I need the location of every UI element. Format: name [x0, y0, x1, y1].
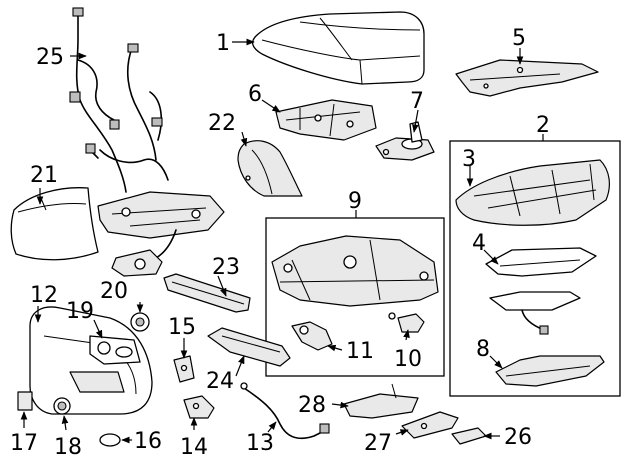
part-pan	[489, 291, 581, 335]
callout-6: 6	[248, 82, 262, 107]
callout-2: 2	[536, 113, 550, 138]
part-11-motor	[291, 321, 333, 351]
callout-28: 28	[298, 393, 326, 418]
part-24-cover	[207, 327, 291, 367]
part-6-bracket	[275, 99, 377, 141]
part-25-frame-assembly	[97, 191, 225, 259]
part-22-shield	[237, 140, 303, 197]
part-13-cable	[240, 382, 330, 440]
part-17-clip	[17, 391, 33, 411]
callout-11: 11	[346, 339, 374, 364]
part-26-connector	[451, 427, 487, 445]
callout-21: 21	[30, 163, 58, 188]
callout-1: 1	[216, 31, 230, 56]
callout-26: 26	[504, 425, 532, 450]
part-23-rail	[163, 273, 251, 313]
callout-24: 24	[206, 369, 234, 394]
part-15-bracket	[173, 355, 195, 383]
callout-23: 23	[212, 255, 240, 280]
part-4-plate	[485, 247, 597, 277]
part-18-knob	[53, 397, 71, 415]
callout-22: 22	[208, 111, 236, 136]
leader-lines	[20, 38, 544, 444]
callout-14: 14	[180, 435, 208, 460]
part-12-side-panel	[29, 306, 153, 415]
callout-16: 16	[134, 429, 162, 454]
callout-25: 25	[36, 45, 64, 70]
part-25-harness	[69, 7, 169, 193]
part-28-bracket	[343, 383, 419, 419]
callout-3: 3	[462, 147, 476, 172]
callout-8: 8	[476, 337, 490, 362]
callout-10: 10	[394, 347, 422, 372]
part-19-switch-panel	[89, 335, 141, 365]
part-10-switch	[388, 312, 425, 333]
part-3-seat-frame	[455, 159, 610, 226]
callout-13: 13	[246, 431, 274, 456]
group-box-2	[449, 140, 621, 397]
part-1-cushion-pad	[251, 11, 425, 85]
callout-19: 19	[66, 299, 94, 324]
callout-4: 4	[472, 231, 486, 256]
part-27-switch	[401, 411, 459, 439]
callout-15: 15	[168, 315, 196, 340]
part-8-tray	[495, 355, 605, 387]
part-7-motor	[375, 121, 435, 161]
part-16-cap	[99, 433, 121, 447]
part-21-back-panel	[10, 187, 99, 261]
group-box-9	[265, 217, 445, 377]
part-20-knob	[130, 312, 150, 332]
part-motor-lower	[111, 249, 163, 277]
part-9-track	[271, 235, 439, 307]
part-5-plate	[455, 59, 599, 97]
callout-27: 27	[364, 431, 392, 456]
callout-9: 9	[348, 189, 362, 214]
callout-18: 18	[54, 435, 82, 460]
callout-7: 7	[410, 89, 424, 114]
part-14-module	[183, 395, 215, 419]
callout-17: 17	[10, 431, 38, 456]
callout-12: 12	[30, 283, 58, 308]
callout-5: 5	[512, 26, 526, 51]
callout-20: 20	[100, 279, 128, 304]
